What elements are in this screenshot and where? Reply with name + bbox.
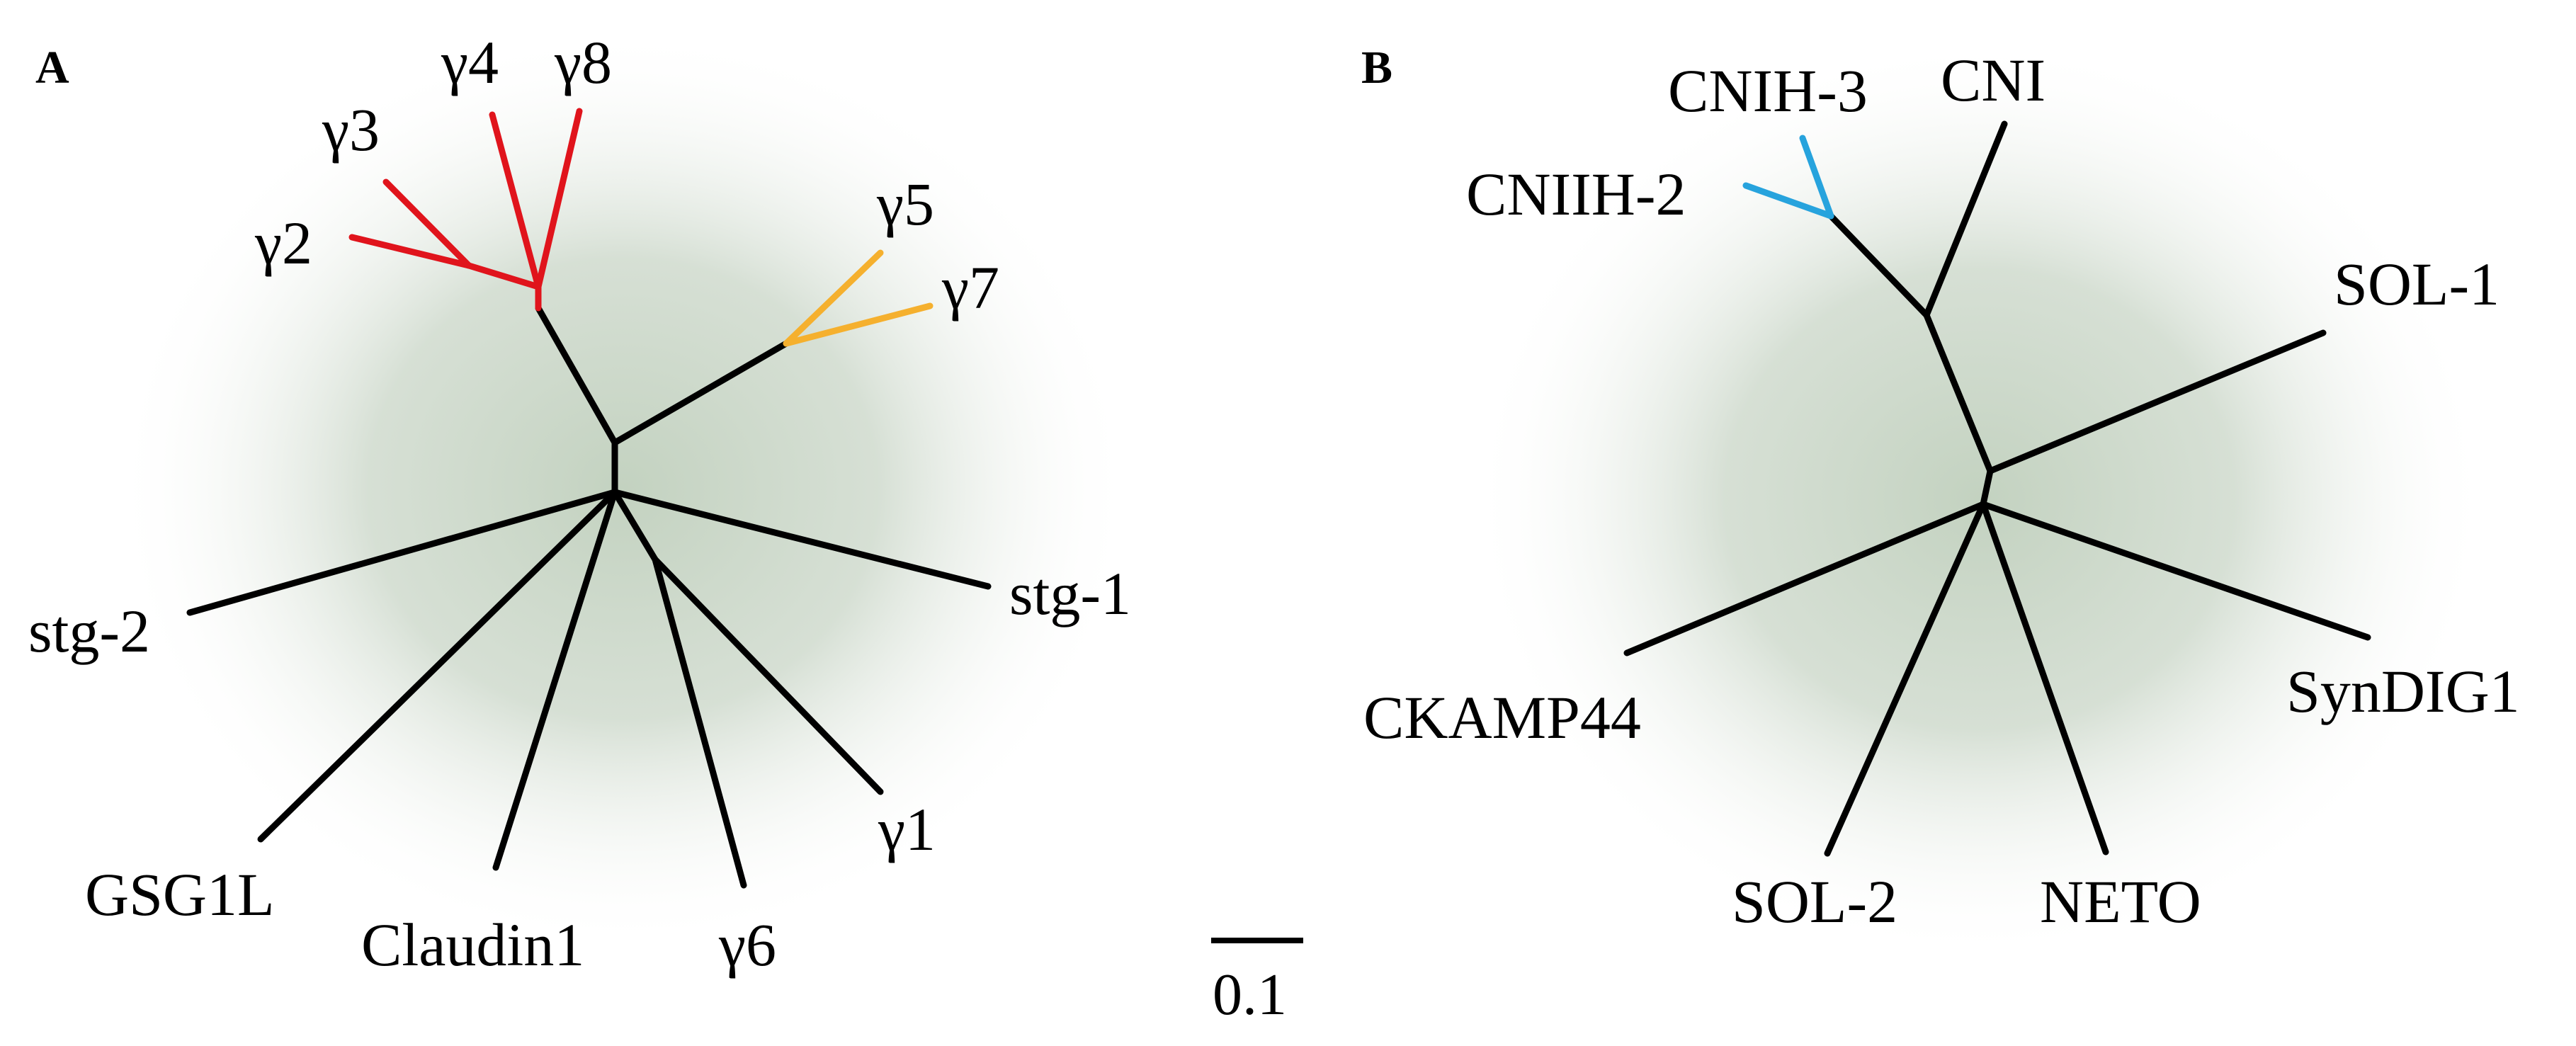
branch-a-g8 [535, 108, 583, 290]
branch-b-ckamp44 [1623, 501, 1987, 656]
panel-a-clade-red [348, 108, 583, 312]
panel-b-clade-blue [1742, 135, 1834, 220]
panel-a-background-glow [113, 28, 1133, 949]
panel-b-background-glow [1470, 39, 2490, 960]
panel-b-letter: B [1361, 42, 1392, 93]
leaf-label-gsg1l: GSG1L [85, 860, 275, 928]
branch-a-g1g6-stem [611, 489, 659, 563]
scale-bar-label: 0.1 [1213, 962, 1287, 1028]
leaf-label-stg2: stg-2 [28, 597, 150, 665]
leaf-label-g3: γ3 [322, 96, 380, 164]
leaf-label-g1: γ1 [878, 795, 936, 863]
panel-a-clade-orange [783, 249, 934, 347]
leaf-label-neto: NETO [2040, 868, 2201, 936]
leaf-label-g8: γ8 [554, 28, 612, 96]
branch-a-g5 [783, 249, 884, 347]
branch-a-g2 [348, 234, 472, 269]
leaf-label-cni: CNI [1941, 46, 2046, 114]
leaf-label-ckamp44: CKAMP44 [1363, 683, 1641, 751]
branch-b-sol2 [1824, 501, 1987, 857]
branch-a-g7 [783, 302, 934, 347]
branch-b-backbone [1923, 312, 1994, 474]
panel-a-letter: A [35, 42, 69, 93]
panel-a: A γ2 γ3 γ4 [28, 28, 1133, 979]
branch-a-g4 [489, 111, 542, 290]
panel-a-leaf-labels: γ2 γ3 γ4 γ8 γ5 γ7 stg-1 stg-2 GSG1L Clau… [28, 28, 1131, 979]
panel-b-leaf-labels: CNIH-3 CNIIH-2 CNI SOL-1 SynDIG1 NETO SO… [1363, 46, 2520, 936]
branch-b-hub [1980, 467, 1994, 508]
branch-a-g6 [652, 556, 747, 889]
leaf-label-g6: γ6 [718, 911, 776, 979]
branch-b-neto [1980, 501, 2109, 855]
branch-b-cniih2 [1742, 182, 1834, 220]
leaf-label-sol2: SOL-2 [1732, 868, 1897, 936]
branch-b-blue-stem [1827, 212, 1930, 319]
panel-b-branches-black [1623, 120, 2371, 857]
branch-a-claudin1 [492, 489, 618, 871]
leaf-label-cniih2: CNIIH-2 [1466, 160, 1686, 228]
leaf-label-g2: γ2 [254, 209, 312, 277]
branch-a-g3 [382, 178, 472, 269]
branch-b-syndig1 [1980, 501, 2371, 641]
branch-a-orange-stem [611, 340, 790, 446]
branch-a-gsg1l [257, 489, 618, 843]
leaf-label-g4: γ4 [441, 28, 499, 96]
branch-a-stg2 [186, 489, 618, 616]
leaf-label-claudin1: Claudin1 [361, 911, 584, 979]
panel-b: B CNIH-3 CNIIH-2 CNI SOL-1 SynDIG1 NETO [1361, 39, 2520, 960]
branch-b-cni [1923, 120, 2008, 319]
leaf-label-syndig1: SynDIG1 [2286, 657, 2520, 725]
leaf-label-stg1: stg-1 [1009, 559, 1131, 627]
scale-bar: 0.1 [1211, 938, 1303, 1028]
branch-a-g1 [652, 556, 884, 795]
leaf-label-g5: γ5 [876, 170, 934, 238]
panel-a-branches-black [186, 305, 992, 889]
branch-b-cnih3 [1799, 135, 1834, 220]
leaf-label-g7: γ7 [941, 254, 999, 322]
branch-a-stg1 [611, 489, 992, 590]
branch-b-sol1 [1987, 329, 2327, 474]
leaf-label-sol1: SOL-1 [2334, 250, 2500, 318]
leaf-label-cnih3: CNIH-3 [1668, 57, 1868, 125]
